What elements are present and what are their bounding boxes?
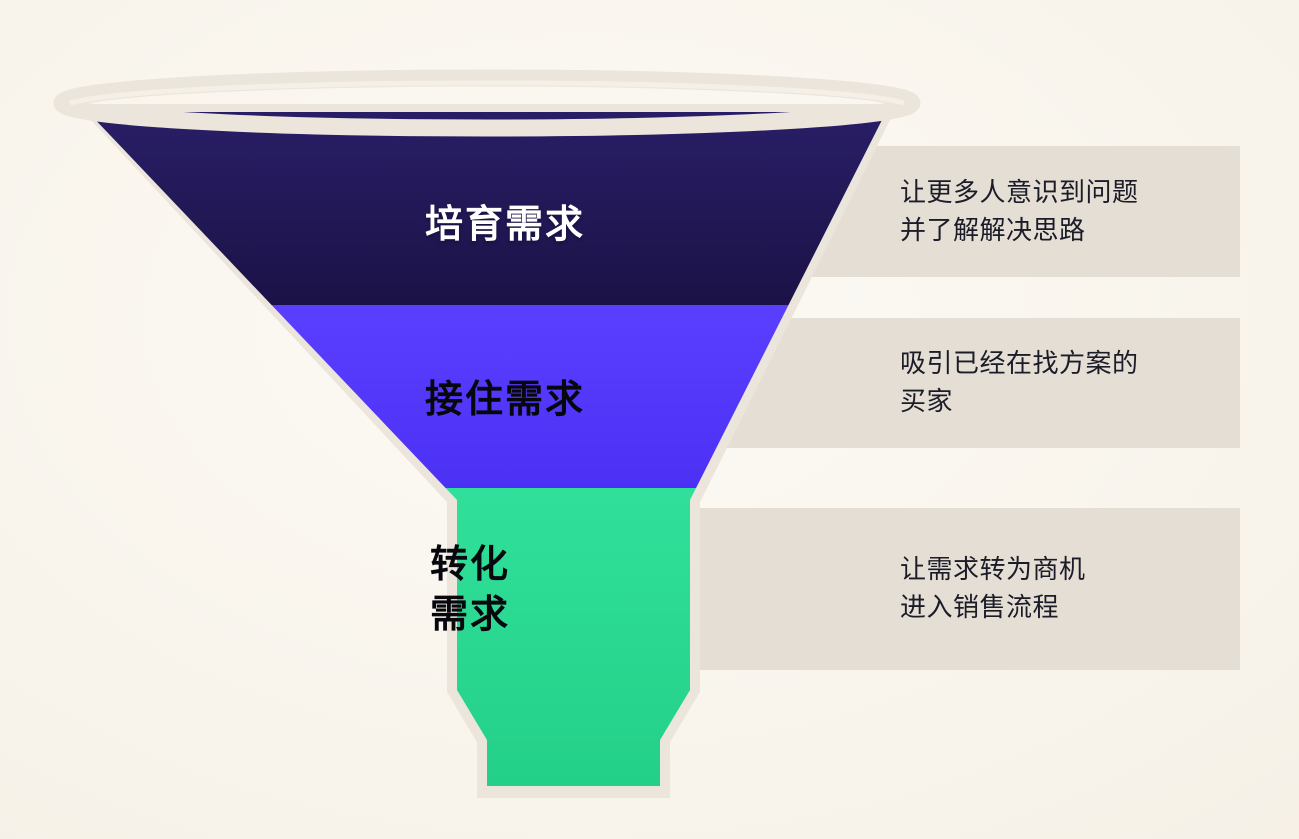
funnel-rim-inner-highlight xyxy=(69,80,905,106)
funnel-stage-label-2[interactable]: 接住需求 xyxy=(424,379,585,421)
funnel-rim-ellipse xyxy=(53,69,921,137)
callout-bar-stage-3: 让需求转为商机 进入销售流程 xyxy=(610,508,1240,670)
callout-bar-stage-1: 让更多人意识到问题 并了解解决思路 xyxy=(610,146,1240,277)
funnel-stage-label-1[interactable]: 培育需求 xyxy=(424,204,585,246)
callout-text-stage-1: 让更多人意识到问题 并了解解决思路 xyxy=(900,176,1139,245)
funnel-stage-label-3[interactable]: 转化 需求 xyxy=(429,544,510,637)
callout-text-stage-3: 让需求转为商机 进入销售流程 xyxy=(900,554,1086,622)
callout-bar-stage-2: 吸引已经在找方案的 买家 xyxy=(610,318,1240,448)
callout-text-stage-2: 吸引已经在找方案的 买家 xyxy=(900,348,1139,416)
